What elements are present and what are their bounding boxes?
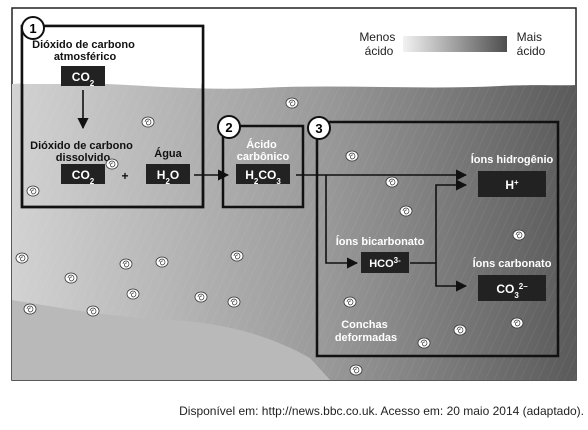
shell-icon [126,288,140,300]
bicarbonate-formula: HCO3- [369,256,401,271]
bicarbonate-box [361,252,409,273]
dissolved-co2-box [61,164,105,184]
shell-icon [64,272,78,284]
shell-icon [15,252,29,264]
shell-icon [417,337,431,349]
atm-co2-box [61,66,105,86]
step-1-number: 1 [29,21,36,36]
shells-layer [15,97,526,376]
shell-icon [399,205,413,217]
carbonate-box [478,275,546,301]
atm-co2-formula: CO2 [72,70,95,88]
seabed [12,300,330,380]
water-label: Água [154,147,182,160]
hydrogen-ions-label: Íons hidrogênio [471,153,554,166]
shell-icon [155,256,169,268]
step-3-number: 3 [315,121,322,136]
dissolved-co2-formula: CO2 [72,168,95,186]
water-formula: H2O [157,168,179,186]
arrow-to-carbonate [435,263,468,292]
arrow-to-bicarbonate [325,175,359,269]
bicarbonate-label: Íons bicarbonato [336,235,425,248]
shell-icon [227,296,241,308]
shell-icon [385,176,399,188]
plus-sign: + [121,169,128,183]
step-2-marker [217,115,241,139]
hydrogen-ions-formula: H+ [505,178,519,193]
shell-icon [141,116,155,128]
shell-icon [230,250,244,262]
shell-icon [86,305,100,317]
carbonic-acid-box [236,164,290,184]
step-1-marker [21,16,45,40]
shell-icon [119,258,133,270]
shell-icon [194,291,208,303]
acidity-gradient-bar [403,36,507,52]
carbonate-label: Íons carbonato [473,257,552,270]
dissolved-co2-label: Dióxido de carbono dissolvido [30,140,136,164]
panel-3 [315,120,560,358]
shell-icon [105,158,119,170]
step-3-marker [307,116,331,140]
water-box [146,164,190,184]
step-2-number: 2 [225,120,232,135]
atm-co2-label: Dióxido de carbono atmosférico [32,39,138,63]
more-acidic-label: Mais ácido [517,30,546,58]
shell-icon [510,317,524,329]
hydrogen-ions-box [478,171,546,197]
shell-icon [453,324,467,336]
shell-icon [26,185,40,197]
deformed-shells-label: Conchas deformadas [335,319,397,344]
carbonate-formula: CO32– [496,282,528,300]
shell-icon [512,229,526,241]
carbonic-acid-formula: H2CO3 [245,168,281,186]
carbonic-acid-label: Ácido carbônico [237,138,290,163]
shell-icon [23,303,37,315]
less-acidic-label: Menos ácido [359,30,398,58]
source-caption: Disponível em: http://news.bbc.co.uk. Ac… [179,404,584,418]
shell-icon [345,150,359,162]
arrow-bicarbonate-to-hydrogen [410,179,468,264]
shell-icon [349,364,363,376]
shell-icon [285,97,299,109]
panel-2 [221,124,305,209]
shell-icon [343,296,357,308]
